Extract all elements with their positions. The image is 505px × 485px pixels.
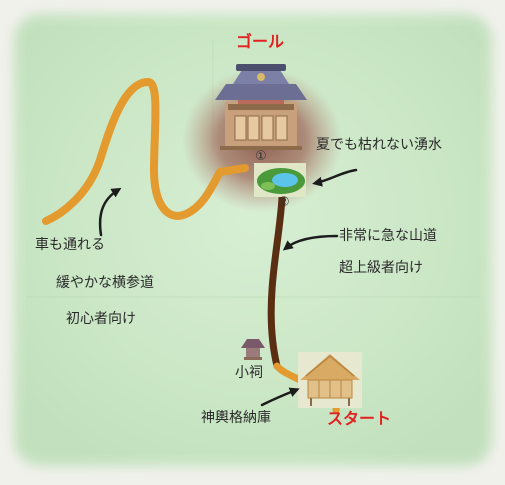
spring-pond-icon [254, 163, 306, 197]
steep-arrow [282, 234, 339, 251]
gentle-arrow [98, 187, 122, 237]
steep-path-label-line1: 非常に急な山道 [339, 228, 437, 244]
gentle-path-label-line2: 緩やかな横参道 [56, 275, 154, 291]
marker-1: ① [255, 149, 267, 164]
steep-path [267, 194, 286, 370]
start-label: スタート [327, 409, 392, 428]
small-shrine-label: 小祠 [235, 365, 263, 381]
spring-arrow [312, 168, 358, 187]
marker-2: ② [278, 195, 290, 210]
gentle-path-label-line1: 車も通れる [35, 237, 105, 253]
spring-label: 夏でも枯れない湧水 [316, 137, 442, 153]
storehouse-label: 神輿格納庫 [201, 410, 271, 426]
annotation-arrows [98, 168, 358, 407]
storehouse-arrow [260, 387, 300, 407]
gentle-path [42, 78, 249, 225]
small-shrine-icon [241, 339, 265, 360]
gentle-path-label-line3: 初心者向け [66, 311, 136, 327]
steep-path-label-line2: 超上級者向け [339, 260, 423, 276]
goal-label: ゴール [236, 32, 285, 51]
storehouse-hut-icon [298, 352, 362, 408]
shrine-building-icon [215, 64, 307, 150]
